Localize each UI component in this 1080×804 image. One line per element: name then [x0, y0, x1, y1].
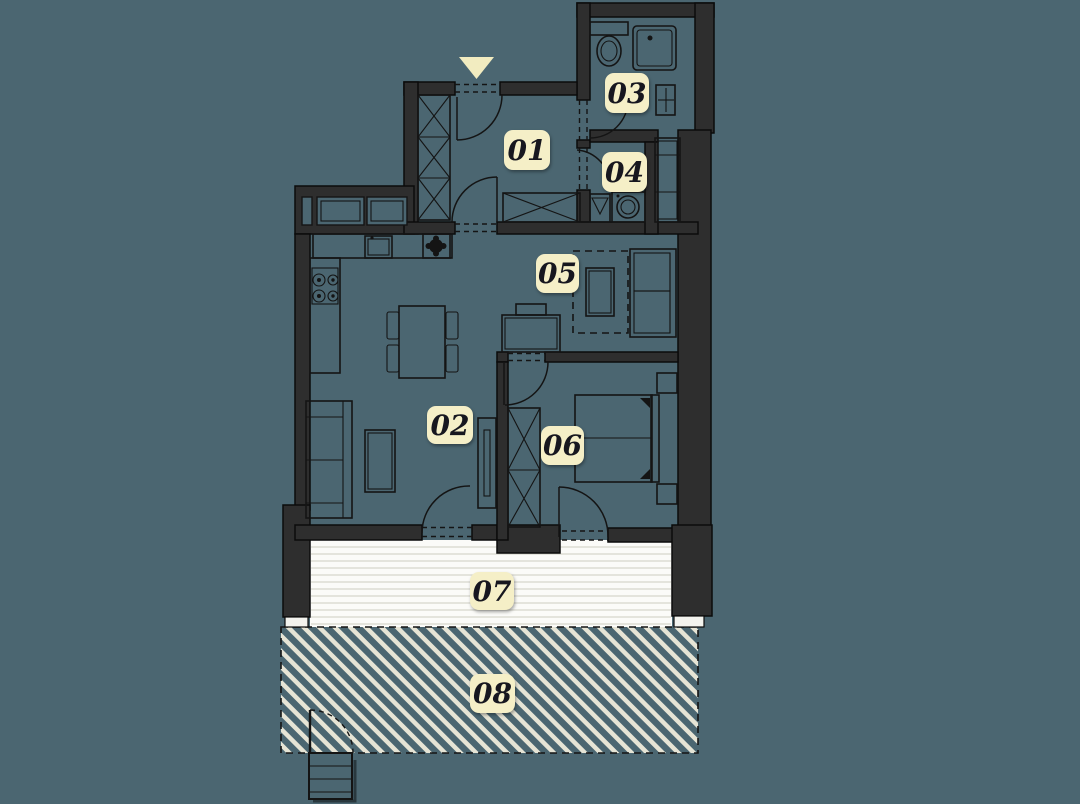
- hall-wardrobe: [417, 94, 451, 221]
- bedroom-door-arc: [504, 361, 549, 406]
- washbasin-icon: [655, 84, 676, 116]
- kitchen-counter: [312, 233, 453, 259]
- sofa: [305, 400, 353, 519]
- corridor-closet: [654, 137, 681, 223]
- balcony-wall-cap-right: [673, 615, 705, 628]
- balcony-wall-cap-left: [284, 616, 309, 628]
- kitchen-windows: [301, 196, 408, 226]
- shoe-bench: [502, 192, 581, 223]
- living-balcony-door-arc: [421, 485, 471, 534]
- walls: [282, 2, 715, 628]
- daybed: [629, 248, 677, 338]
- laundry-sink-icon: [589, 193, 611, 223]
- garden-gate: [308, 709, 354, 754]
- room-label-02: 02: [427, 406, 473, 444]
- room-label-06: 06: [541, 426, 584, 465]
- bedroom-balcony-door-arc: [558, 486, 609, 538]
- nightstand-top: [656, 372, 678, 394]
- study-zone: [572, 250, 629, 334]
- room-label-01: 01: [504, 130, 550, 170]
- cooktop-icon: [309, 257, 341, 374]
- door-thresholds: [422, 83, 608, 541]
- entrance-arrow-icon: [459, 57, 494, 79]
- room-label-07: 07: [470, 572, 514, 610]
- garden-stairs: [308, 752, 357, 803]
- nightstand-bottom: [656, 483, 678, 505]
- toilet-icon: [589, 21, 629, 67]
- room-label-05: 05: [536, 254, 579, 293]
- balcony-deck: [310, 540, 672, 627]
- hall-living-door-arc: [451, 176, 498, 223]
- tv-unit: [477, 417, 497, 509]
- bedroom-wardrobe: [507, 407, 541, 528]
- room-label-08: 08: [470, 674, 515, 713]
- room-label-03: 03: [605, 73, 649, 113]
- shower-icon: [632, 25, 677, 71]
- coffee-table: [364, 429, 396, 493]
- sideboard: [501, 303, 561, 353]
- entrance-door-arc: [456, 94, 503, 141]
- double-bed: [574, 394, 660, 483]
- washing-machine-icon: [611, 191, 646, 223]
- dining-table: [386, 305, 459, 379]
- room-label-04: 04: [602, 152, 647, 192]
